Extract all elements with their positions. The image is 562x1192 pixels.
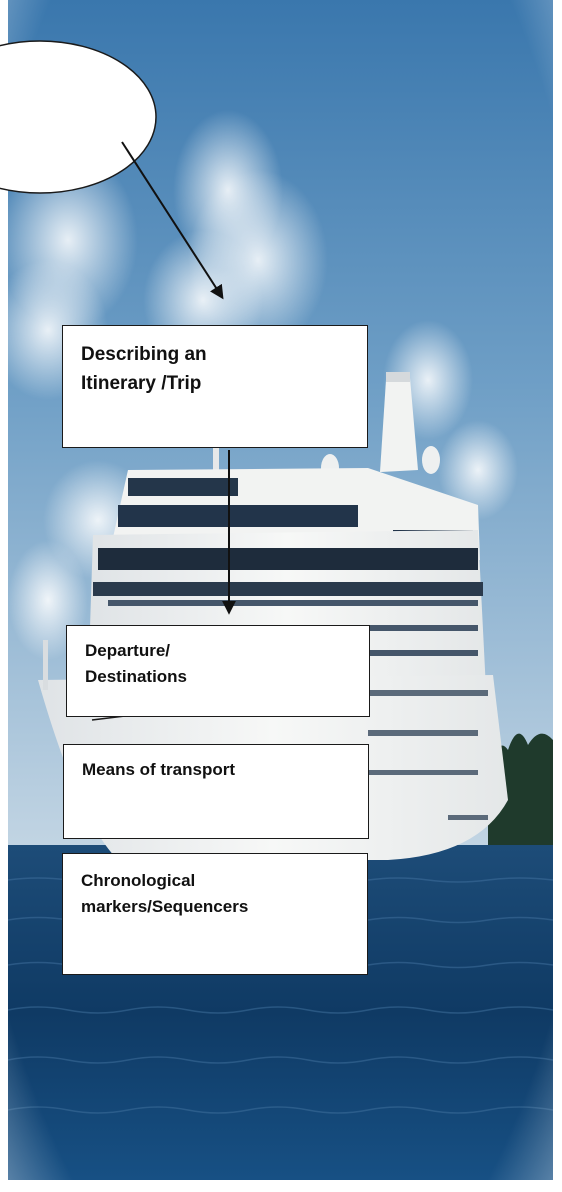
box-line: Departure/ xyxy=(85,638,355,664)
box-line: Itinerary /Trip xyxy=(81,369,353,398)
box-line: markers/Sequencers xyxy=(81,894,353,920)
box-means-of-transport: Means of transport xyxy=(63,744,369,839)
box-line: Destinations xyxy=(85,664,355,690)
callout-bubble xyxy=(0,41,156,193)
callout-arrow xyxy=(122,142,222,297)
box-line: Describing an xyxy=(81,340,353,369)
box-departure-destinations: Departure/ Destinations xyxy=(66,625,370,717)
box-line: Chronological xyxy=(81,868,353,894)
box-describing-itinerary: Describing an Itinerary /Trip xyxy=(62,325,368,448)
box-line: Means of transport xyxy=(82,757,354,783)
box-chronological-markers: Chronological markers/Sequencers xyxy=(62,853,368,975)
